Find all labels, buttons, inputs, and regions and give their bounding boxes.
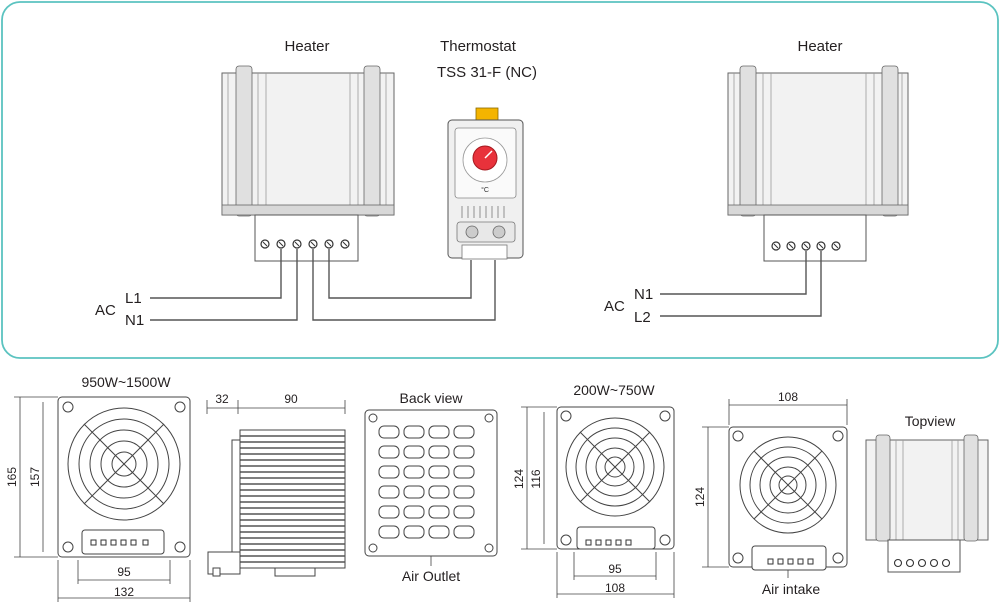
wiring-left: AC L1 N1 [95, 249, 496, 329]
back-view-label: Back view [399, 390, 463, 406]
side-depth-large: 90 [284, 392, 298, 406]
heater-right-title: Heater [797, 38, 842, 55]
air-intake-view: 108 124 Air intake [693, 390, 848, 597]
thermostat-title-line1: Thermostat [440, 38, 517, 55]
back-view: Back view Air Outlet [364, 390, 498, 584]
thermostat: Thermostat TSS 31-F (NC) °C [437, 38, 537, 260]
side-depth-small: 32 [215, 392, 229, 406]
left-ac-label: AC [95, 302, 116, 319]
right-ac-label: AC [604, 298, 625, 315]
air-intake-label: Air intake [762, 581, 821, 597]
wiring-right: AC N1 L2 [604, 251, 822, 326]
intake-height-label: 124 [693, 487, 707, 507]
heater-right: Heater [727, 38, 909, 262]
large-height-inner: 157 [28, 467, 42, 487]
model-large-label: 950W~1500W [81, 374, 171, 390]
small-front-view: 200W~750W 124 116 95 108 [512, 382, 675, 598]
left-l1-label: L1 [125, 290, 142, 307]
small-width-outer: 108 [605, 581, 625, 595]
left-n1-label: N1 [125, 312, 144, 329]
small-height-outer: 124 [512, 469, 526, 489]
right-l2-label: L2 [634, 309, 651, 326]
large-height-outer: 165 [5, 467, 19, 487]
large-front-view: 950W~1500W 165 157 95 132 [5, 374, 191, 602]
large-width-inner: 95 [117, 565, 131, 579]
top-view: Topview [865, 413, 989, 573]
intake-width-label: 108 [778, 390, 798, 404]
top-view-label: Topview [905, 413, 956, 429]
thermostat-title-line2: TSS 31-F (NC) [437, 64, 537, 81]
small-height-inner: 116 [529, 469, 543, 488]
air-outlet-label: Air Outlet [402, 568, 460, 584]
side-view: 32 90 [206, 392, 346, 577]
large-width-outer: 132 [114, 585, 134, 599]
thermostat-unit: °C [481, 186, 489, 194]
right-n1-label: N1 [634, 286, 653, 303]
small-width-inner: 95 [608, 562, 622, 576]
model-small-label: 200W~750W [573, 382, 655, 398]
heater-left-title: Heater [284, 38, 329, 55]
heater-left: Heater [221, 38, 395, 262]
